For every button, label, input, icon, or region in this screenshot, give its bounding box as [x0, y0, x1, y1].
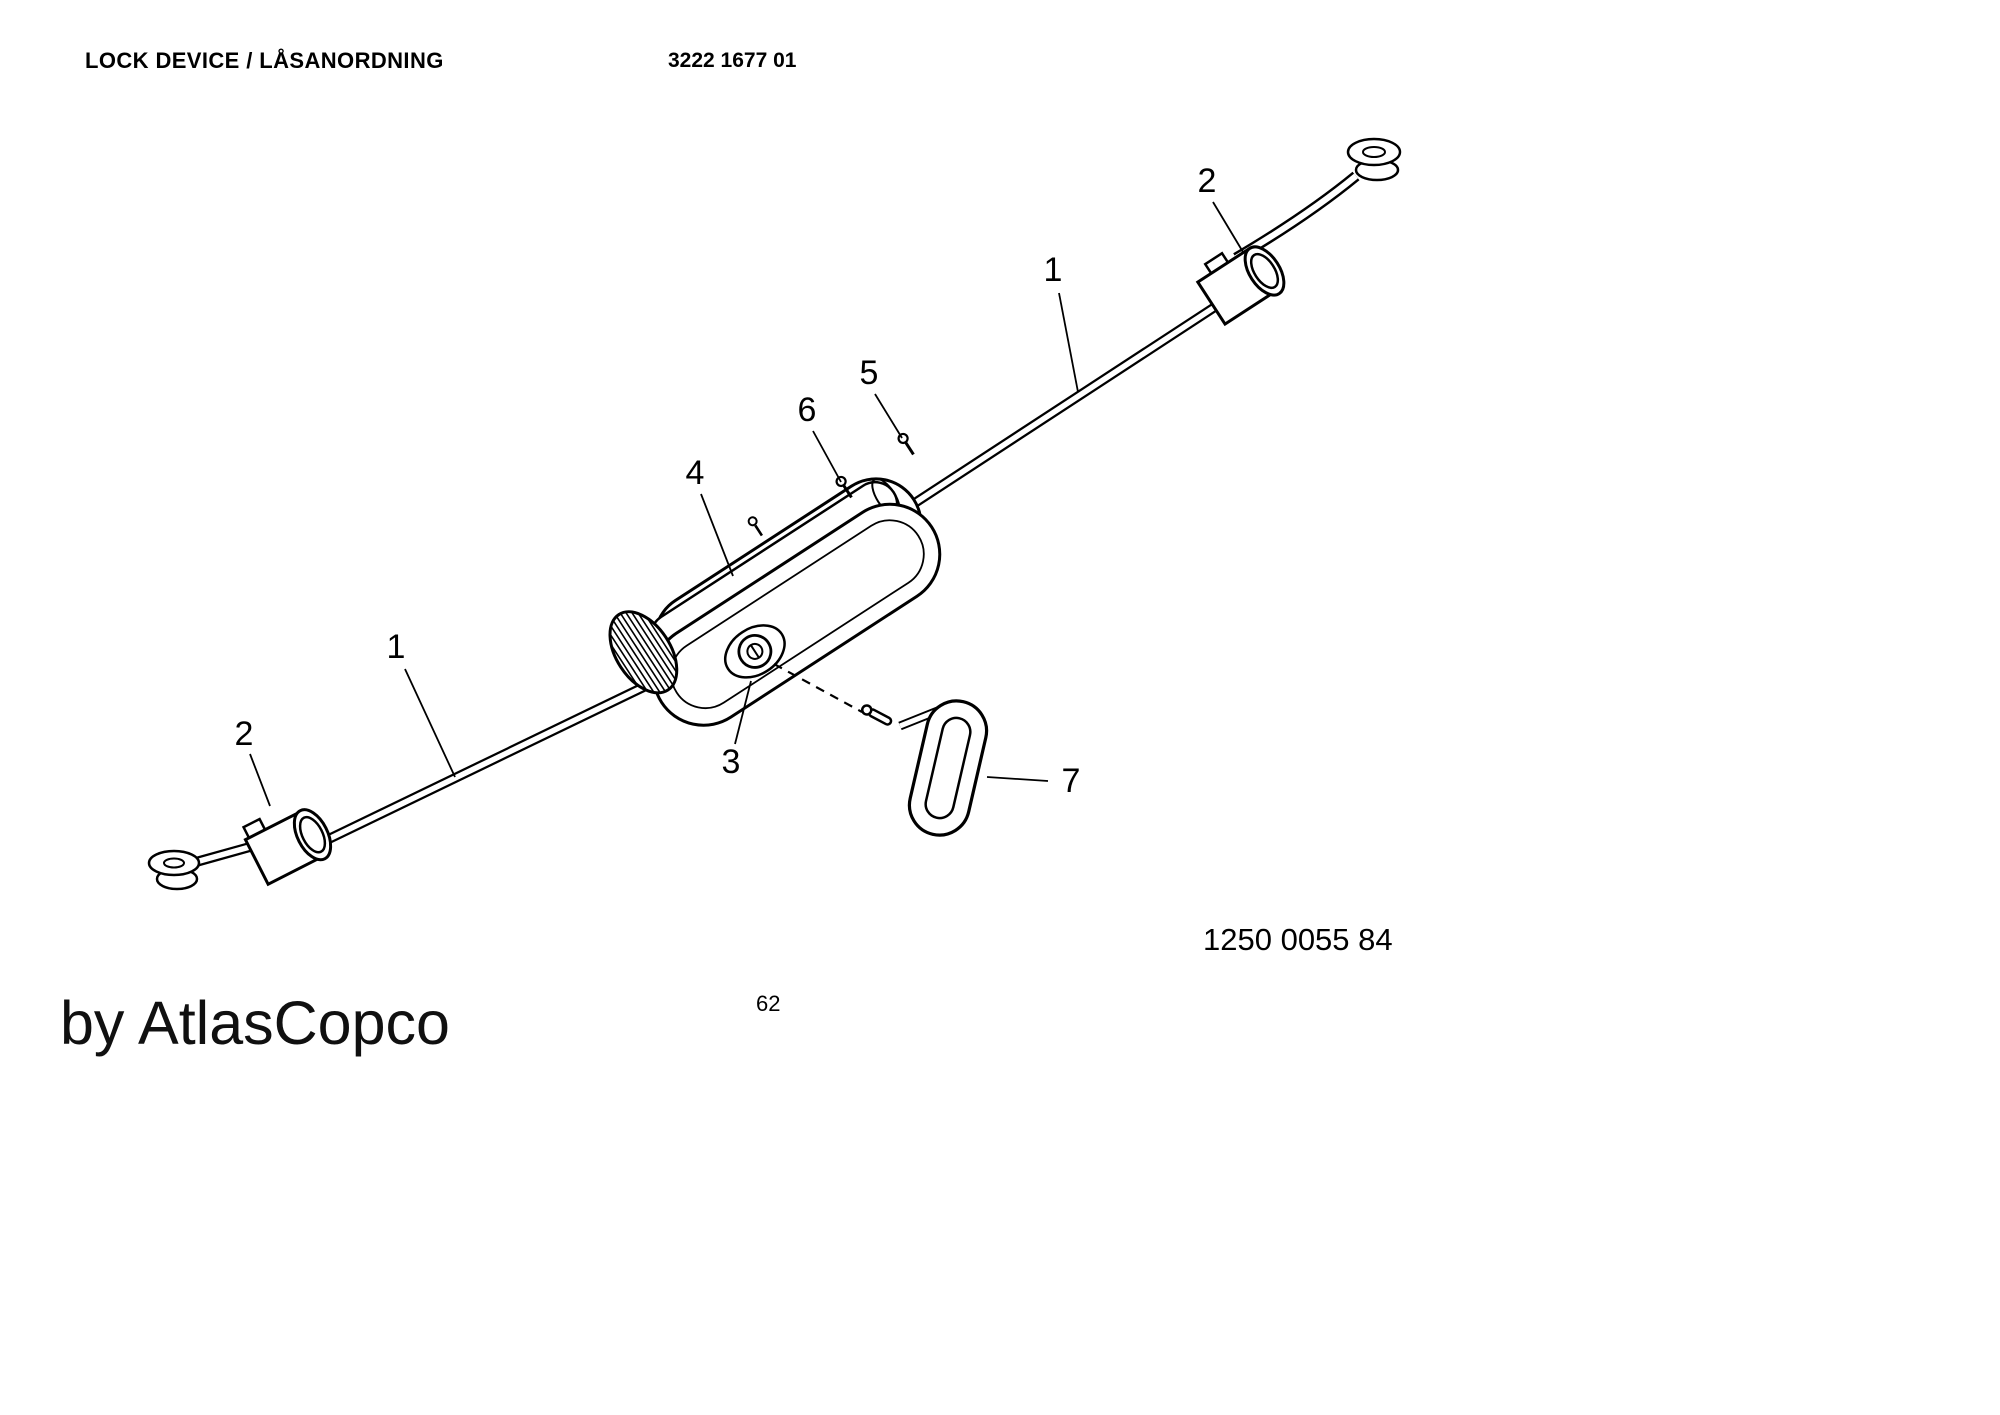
callout-label-lock-cyl: 3	[722, 743, 741, 781]
callout-label-barrel: 4	[686, 454, 705, 492]
figure-reference-number: 1250 0055 84	[1203, 922, 1393, 957]
document-number: 3222 1677 01	[668, 49, 797, 72]
clamp-lower	[241, 808, 333, 887]
key	[773, 663, 989, 837]
key-insertion-dash-line	[773, 663, 863, 713]
callout-label-pin-6: 6	[798, 391, 817, 429]
key-pin	[861, 704, 893, 726]
leader-rod-lower	[404, 668, 456, 778]
page-title: LOCK DEVICE / LÅSANORDNING	[85, 48, 444, 73]
end-roller-lower	[147, 849, 201, 891]
leader-clamp-lower	[249, 753, 271, 807]
callout-label-key: 7	[1062, 762, 1081, 800]
leader-lines	[249, 201, 1244, 807]
leader-rod-upper	[1058, 292, 1079, 393]
callout-label-clamp-upper: 2	[1198, 162, 1217, 200]
callout-labels: 2 1 5 6 4 1 2 3 7	[235, 162, 1217, 800]
knurled-knob	[608, 610, 679, 695]
pin-6	[835, 475, 853, 499]
pin-small	[747, 516, 763, 537]
key-bow	[907, 699, 989, 837]
leader-key	[986, 776, 1049, 782]
leader-clamp-upper	[1212, 201, 1244, 253]
clamp-upper	[1195, 245, 1286, 327]
leader-pin-5	[874, 393, 903, 439]
leader-barrel	[700, 493, 734, 577]
callout-label-clamp-lower: 2	[235, 715, 254, 753]
leader-pin-6	[812, 430, 842, 483]
page-number: 62	[756, 991, 781, 1016]
lock-cylinder	[724, 624, 786, 679]
callout-label-rod-lower: 1	[387, 628, 406, 666]
callout-label-rod-upper: 1	[1044, 251, 1063, 289]
end-roller-upper	[1346, 137, 1402, 182]
lock-housing	[608, 477, 942, 727]
watermark-text: by AtlasCopco	[60, 989, 450, 1057]
leader-lock-cyl	[734, 680, 752, 745]
rod-upper	[895, 279, 1253, 519]
callout-label-pin-5: 5	[860, 354, 879, 392]
